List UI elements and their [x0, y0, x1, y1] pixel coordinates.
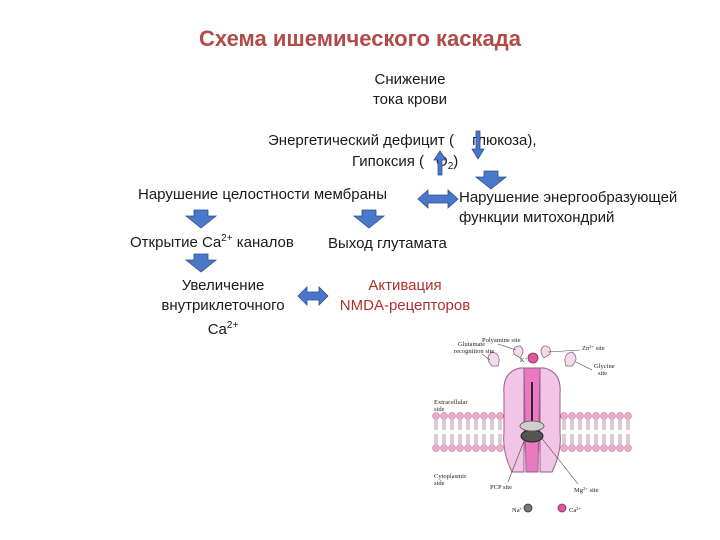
arrow-to-ca-channels: [184, 209, 218, 229]
label-cytoplasmic-1: Cytoplasmic: [434, 473, 467, 480]
node-energy-deficit: Энергетический дефицит ( глюкоза),: [268, 131, 537, 151]
label-k: K+: [520, 356, 528, 364]
hypoxia-sub: 2: [447, 161, 454, 172]
node-ca-increase-line1: Увеличение: [181, 277, 265, 294]
node-nmda-activation: Активация NMDA-рецепторов: [320, 276, 490, 316]
node-mito-dysfunction: Нарушение энергообразующей функции митох…: [459, 188, 677, 228]
label-pcp: PCP site: [490, 484, 512, 491]
polyamine-pointer: [497, 343, 517, 351]
label-mg-sup: 2+: [583, 486, 588, 491]
node-ca-channels: Открытие Ca2+ каналов: [130, 229, 294, 253]
label-zn-ion: Zn: [582, 345, 590, 352]
node-mito-line2: функции митохондрий: [459, 209, 615, 226]
label-extracellular-1: Extracellular: [434, 399, 468, 406]
glucose-down-arrow: [471, 130, 485, 160]
double-arrow-membrane-mito: [417, 189, 459, 209]
nmda-receptor-figure: Polyamine site Glutamate recognition sit…: [432, 337, 632, 514]
zn-site-icon: [540, 345, 551, 359]
mg-pointer: [539, 435, 579, 485]
ca-channels-prefix: Открытие Ca: [130, 234, 222, 251]
label-mg-ion: Mg: [574, 487, 584, 494]
ca-ion-icon: [557, 503, 567, 513]
label-na: Na+: [512, 506, 523, 514]
node-ca-increase-line2: внутриклеточного: [161, 297, 285, 314]
label-na-ion: Na: [512, 507, 520, 514]
node-ca-increase: Увеличение внутриклеточного Ca2+: [148, 276, 298, 340]
label-zn-sup: 2+: [589, 344, 594, 349]
label-ca-ion: Ca: [569, 507, 576, 514]
node-nmda-line1: Активация: [368, 277, 442, 294]
ca-channels-sup: 2+: [221, 233, 233, 244]
glycine-pointer: [575, 361, 593, 371]
double-arrow-ca-nmda: [297, 286, 329, 306]
label-glutamate-1: Glutamate: [458, 341, 485, 348]
node-mito-line1: Нарушение энергообразующей: [459, 189, 678, 206]
arrow-to-glutamate: [352, 209, 386, 229]
label-polyamine: Polyamine site: [482, 337, 521, 344]
label-glutamate-2: recognition site: [454, 348, 494, 355]
glycine-site-icon: [564, 351, 577, 367]
label-k-ion: K: [520, 357, 525, 364]
node-reduced-flow-line2: тока крови: [372, 91, 448, 108]
node-reduced-flow-line1: Снижение: [374, 71, 446, 88]
node-nmda-line2: NMDA-рецепторов: [339, 297, 471, 314]
node-membrane-damage: Нарушение целостности мембраны: [138, 186, 387, 203]
node-ca-increase-line3: Ca2+: [148, 316, 298, 340]
label-mg-suffix: site: [588, 487, 599, 494]
label-mg: Mg2+ site: [574, 486, 599, 494]
diagram-title: Схема ишемического каскада: [199, 26, 521, 51]
ca-increase-ion: Ca: [207, 321, 227, 338]
na-ion-icon: [523, 503, 533, 513]
label-glycine-1: Glycine: [594, 363, 615, 370]
label-ca-sup: 2+: [576, 506, 581, 511]
ca-increase-sup: 2+: [226, 320, 239, 331]
node-glutamate-release: Выход глутамата: [328, 235, 447, 252]
label-zn-suffix: site: [594, 345, 605, 352]
receptor-subunit-left: [503, 367, 525, 473]
label-ca: Ca2+: [569, 506, 581, 514]
k-ion-icon: [527, 352, 539, 364]
label-zn: Zn2+ site: [582, 344, 605, 352]
oxygen-up-arrow: [433, 150, 447, 176]
label-na-sup: +: [520, 506, 523, 511]
label-cytoplasmic-2: side: [434, 480, 445, 487]
hypoxia-suffix: ): [453, 153, 459, 170]
receptor-subunit-right: [539, 367, 561, 473]
node-reduced-flow: Снижение тока крови: [340, 70, 480, 110]
arrow-to-ca-increase: [184, 253, 218, 273]
arrow-to-mito: [474, 170, 508, 190]
energy-deficit-suffix: глюкоза),: [467, 132, 537, 149]
glutamate-site-icon: [487, 351, 500, 367]
polyamine-site-icon: [513, 345, 524, 359]
energy-deficit-prefix: Энергетический дефицит (: [268, 132, 454, 149]
pcp-site-icon: [519, 420, 545, 432]
zn-pointer: [547, 349, 581, 353]
label-k-sup: +: [525, 356, 528, 361]
label-glycine-2: site: [598, 370, 607, 377]
pcp-pointer: [507, 435, 527, 483]
label-extracellular-2: side: [434, 406, 445, 413]
glutamate-pointer: [481, 353, 491, 361]
ca-channels-suffix: каналов: [232, 234, 294, 251]
hypoxia-prefix: Гипоксия (: [352, 153, 425, 170]
